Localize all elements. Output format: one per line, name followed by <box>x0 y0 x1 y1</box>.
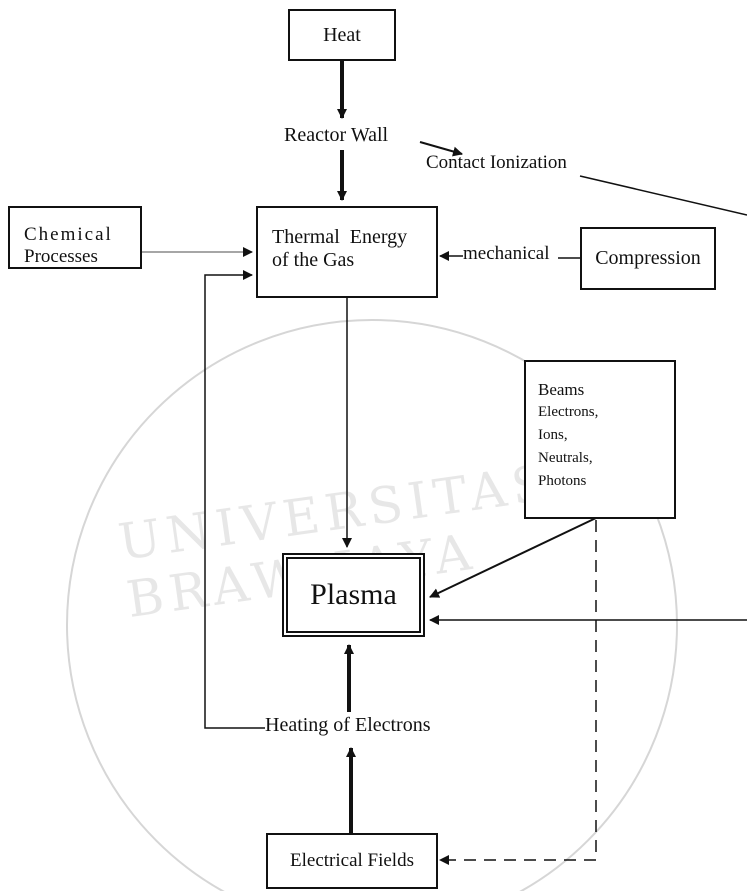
dashed-beams-to-fields <box>439 520 597 865</box>
heat-box: Heat <box>288 9 396 61</box>
thermal-energy-box: Thermal Energy of the Gas <box>256 206 438 298</box>
compression-label: Compression <box>595 247 701 269</box>
heat-label: Heat <box>323 23 361 46</box>
arrow-to-contact-ionization <box>419 141 463 157</box>
beams-title: Beams <box>538 380 585 399</box>
beams-box: Beams Electrons, Ions, Neutrals, Photons <box>524 360 676 519</box>
compression-box: Compression <box>580 227 716 290</box>
beams-item: Electrons, <box>538 404 599 420</box>
thermal-line2: of the Gas <box>272 249 355 271</box>
mechanical-label: mechanical <box>463 243 550 265</box>
beams-item: Ions, <box>538 427 568 443</box>
heating-of-electrons-label: Heating of Electrons <box>265 714 431 737</box>
beams-item: Neutrals, <box>538 450 593 466</box>
arrow-beams-to-plasma <box>429 517 597 598</box>
chemical-processes-box: Chemical Processes <box>8 206 142 269</box>
chemical-line1: Chemical <box>24 224 113 245</box>
chemical-line2: Processes <box>24 246 98 267</box>
watermark-seal <box>66 319 678 891</box>
plasma-label: Plasma <box>310 578 397 611</box>
electrical-fields-box: Electrical Fields <box>266 833 438 889</box>
reactor-wall-label: Reactor Wall <box>284 124 389 147</box>
beams-item: Photons <box>538 473 587 489</box>
electrical-fields-label: Electrical Fields <box>290 850 414 871</box>
thermal-line1: Thermal Energy <box>272 226 408 248</box>
contact-ionization-label: Contact Ionization <box>426 152 567 173</box>
plasma-box: Plasma <box>282 553 425 637</box>
line-heating-feedback <box>204 270 265 729</box>
line-contact-ionization-out <box>579 175 747 216</box>
